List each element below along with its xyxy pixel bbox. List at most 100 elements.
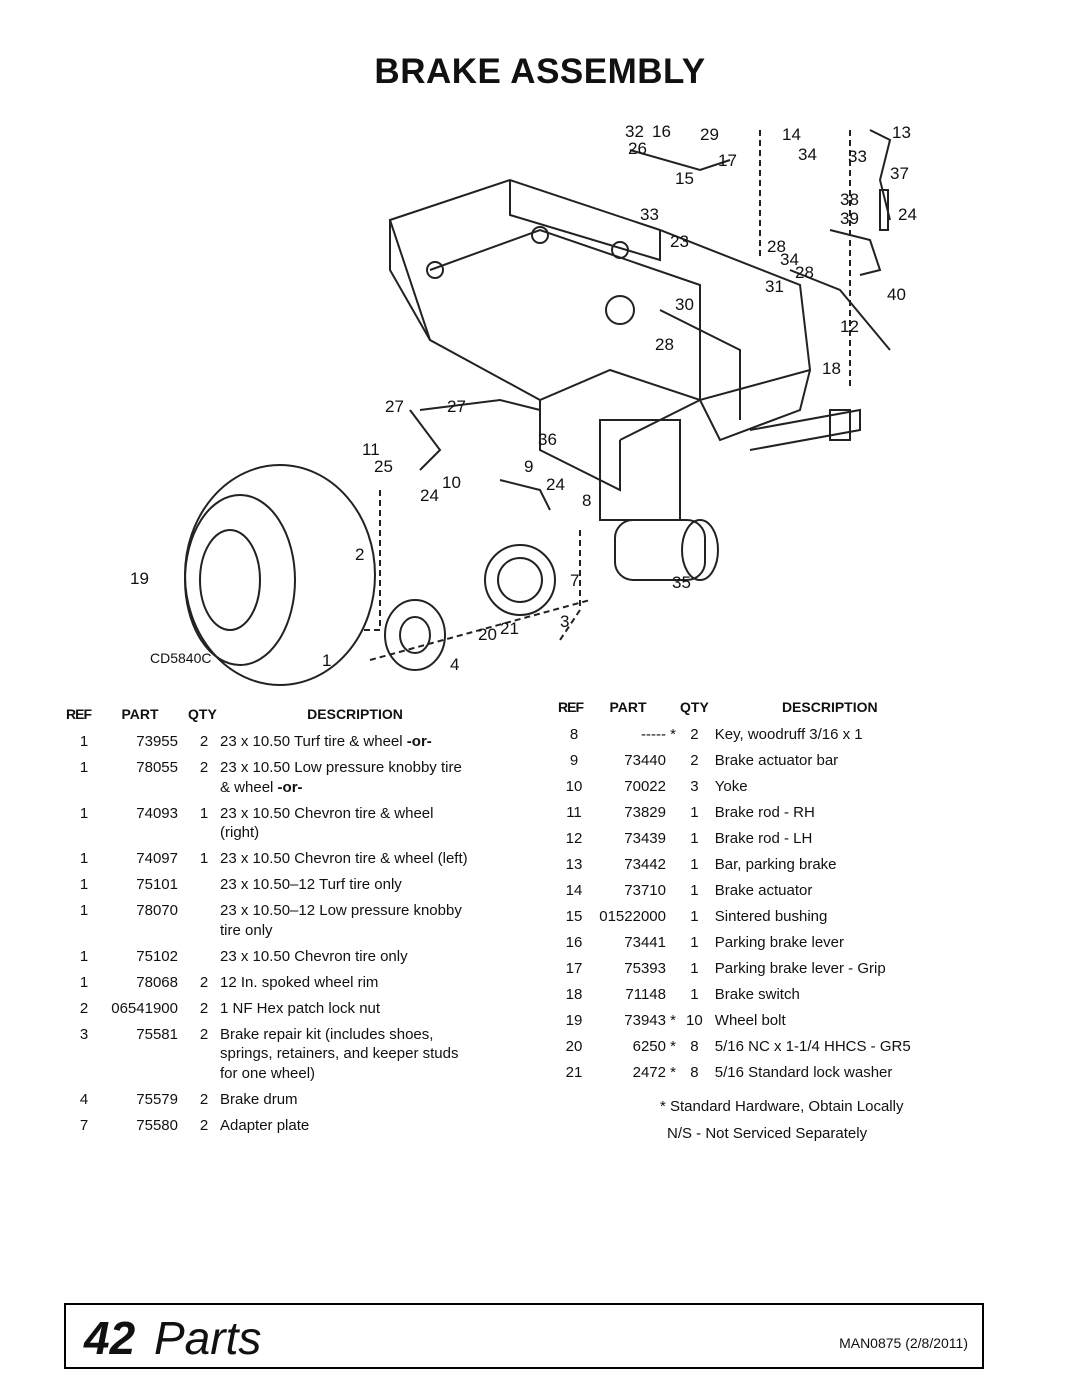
callout-27b: 27	[447, 397, 466, 416]
description-cell: Yoke	[714, 778, 748, 795]
ref-cell: 7	[79, 1116, 89, 1134]
callout-28b: 28	[795, 263, 814, 282]
ref-cell: 8	[569, 726, 579, 743]
callout-36: 36	[538, 430, 557, 449]
part-cell: 75393	[624, 960, 666, 977]
callout-14: 14	[782, 125, 801, 144]
ref-cell: 2	[79, 999, 89, 1017]
description-line: 23 x 10.50 Chevron tire & wheel	[220, 804, 434, 822]
ref-cell: 1	[79, 850, 89, 867]
standard-hardware-mark	[666, 881, 680, 907]
callout-23: 23	[670, 232, 689, 251]
description-cell: Adapter plate	[220, 1116, 490, 1142]
description-cell: 23 x 10.50 Chevron tire & wheel (left)	[220, 849, 490, 875]
standard-hardware-mark: *	[670, 726, 676, 743]
description-line: 23 x 10.50 Chevron tire & wheel (left)	[220, 850, 468, 867]
callout-27: 27	[385, 397, 404, 416]
callout-1: 1	[322, 651, 331, 670]
description-line: 23 x 10.50 Chevron tire only	[220, 947, 408, 965]
standard-hardware-mark	[666, 855, 680, 881]
description-cell: 23 x 10.50 Chevron tire & wheel (right)	[220, 804, 490, 850]
part-cell: 75102	[136, 947, 178, 965]
callout-21: 21	[500, 619, 519, 638]
part-cell: 78068	[136, 973, 178, 991]
callout-31: 31	[765, 277, 784, 296]
qty-cell: 2	[199, 1090, 209, 1108]
description-line: 23 x 10.50 Turf tire & wheel -or-	[220, 733, 432, 750]
description-cell: 23 x 10.50 Chevron tire only	[220, 947, 490, 973]
callout-13: 13	[892, 123, 911, 142]
ref-cell: 3	[79, 1025, 89, 1043]
part-cell: 2472	[632, 1064, 666, 1081]
ref-cell: 10	[565, 778, 583, 795]
callout-4: 4	[450, 655, 459, 674]
page-number: 42	[84, 1312, 136, 1364]
callout-39: 39	[840, 209, 859, 228]
qty-cell: 2	[199, 973, 209, 991]
ref-cell: 1	[79, 759, 89, 776]
description-line: 23 x 10.50 Low pressure knobby tire	[220, 759, 462, 776]
description-or: -or-	[277, 778, 303, 796]
standard-hardware-mark: *	[670, 1064, 676, 1081]
callout-26: 26	[628, 139, 647, 158]
description-cell: 5/16 NC x 1-1/4 HHCS - GR5	[714, 1038, 911, 1055]
ref-cell: 1	[79, 902, 89, 919]
description-cell: 1 NF Hex patch lock nut	[220, 999, 490, 1025]
description-line: (right)	[220, 824, 260, 841]
qty-cell: 2	[199, 733, 209, 750]
description-cell: Brake rod - LH	[714, 830, 813, 847]
header-part: PART	[121, 706, 159, 722]
standard-hardware-mark	[666, 907, 680, 933]
qty-cell: 1	[690, 934, 699, 951]
qty-cell: 1	[690, 908, 699, 925]
qty-cell: 2	[690, 726, 699, 743]
callout-9: 9	[524, 457, 533, 476]
ref-cell: 11	[566, 804, 582, 821]
callout-3: 3	[560, 612, 569, 631]
qty-cell: 1	[690, 830, 699, 847]
part-cell: 6250	[632, 1038, 666, 1055]
header-part: PART	[609, 699, 647, 715]
callout-12: 12	[840, 317, 859, 336]
standard-hardware-mark	[666, 751, 680, 777]
description-cell: Sintered bushing	[714, 908, 828, 925]
callout-15: 15	[675, 169, 694, 188]
description-cell: 23 x 10.50–12 Turf tire only	[220, 875, 490, 901]
part-cell: 71148	[625, 986, 666, 1003]
standard-hardware-mark	[666, 985, 680, 1011]
page-footer: 42 Parts MAN0875 (2/8/2011)	[64, 1303, 984, 1369]
header-qty: QTY	[188, 706, 217, 722]
ref-cell: 1	[79, 876, 89, 893]
description-cell: Key, woodruff 3/16 x 1	[714, 726, 863, 743]
ref-cell: 1	[79, 973, 89, 991]
callout-11: 11	[362, 440, 380, 459]
qty-cell: 2	[199, 759, 209, 776]
header-ref: REF	[66, 706, 92, 722]
callout-30: 30	[675, 295, 694, 314]
qty-cell	[188, 875, 220, 901]
drawing-code: CD5840C	[150, 650, 211, 666]
qty-cell: 1	[690, 986, 699, 1003]
part-cell: 73710	[624, 882, 666, 899]
qty-cell: 2	[199, 1116, 209, 1134]
description-cell: 23 x 10.50 Low pressure knobby tire& whe…	[220, 758, 490, 804]
callout-20: 20	[478, 625, 497, 644]
callout-29: 29	[700, 125, 719, 144]
description-line: 1 NF Hex patch lock nut	[220, 999, 381, 1017]
description-line: Adapter plate	[220, 1116, 310, 1134]
qty-cell: 10	[686, 1012, 703, 1029]
description-cell: Brake actuator bar	[714, 752, 839, 769]
